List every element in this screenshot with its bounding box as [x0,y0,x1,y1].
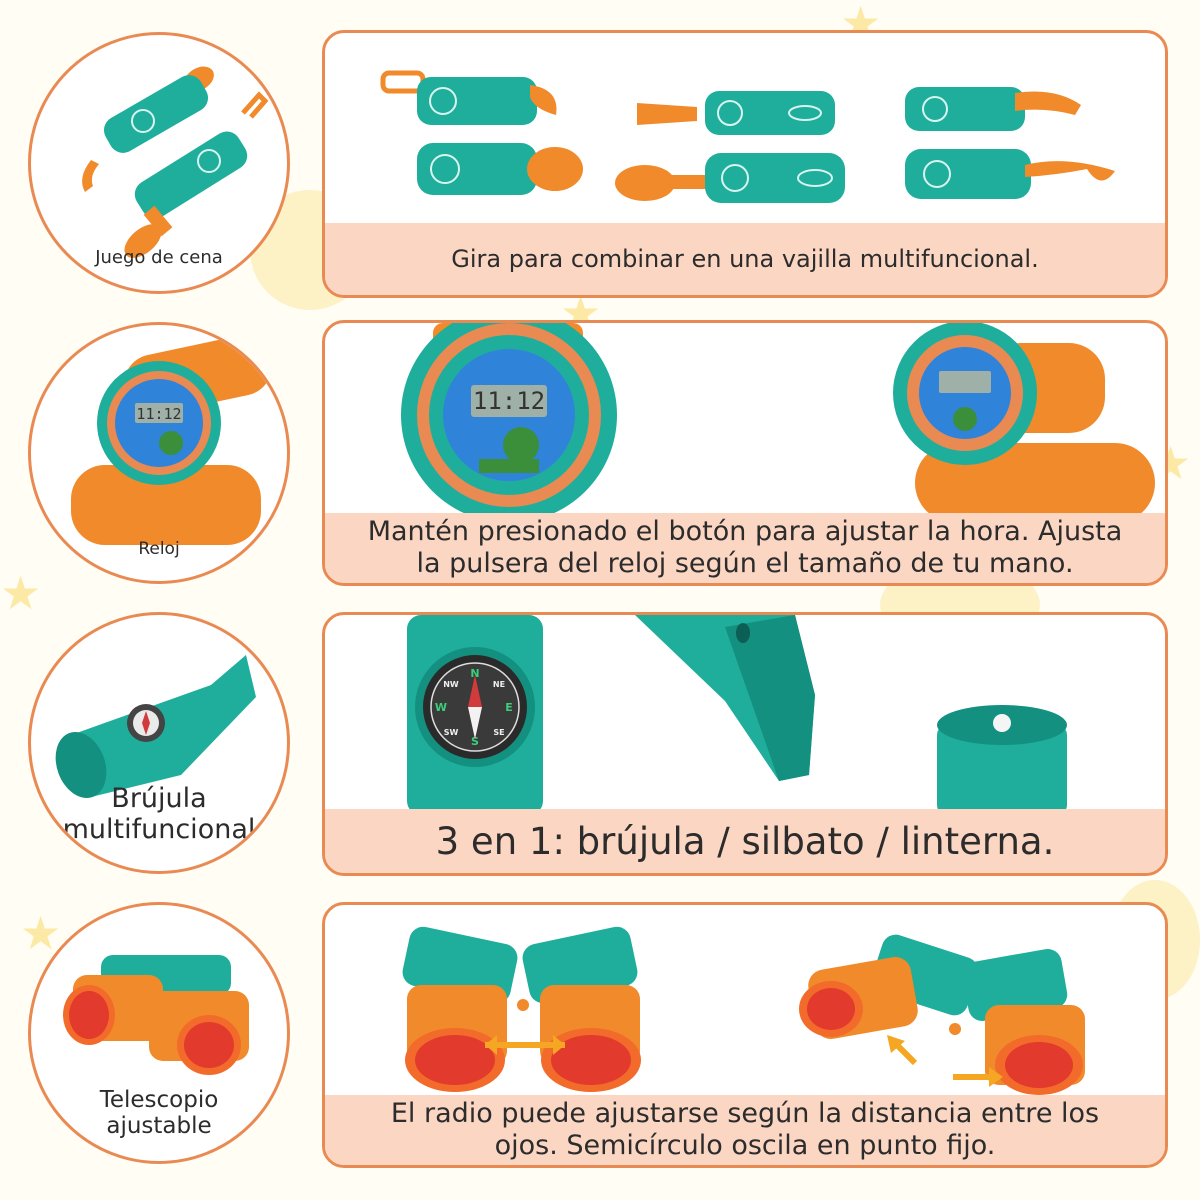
watch-large-time: 11:12 [473,387,545,415]
watch-product-views: 11:12 [401,323,1155,523]
compass-label-line-2: multifuncional [62,814,256,846]
binoculars-straight-view [402,926,641,1092]
dinner-set-illustration [82,66,269,258]
dinner-set-panel: Gira para combinar en una vajilla multif… [322,30,1168,298]
compass-point-label: S [471,735,479,748]
dinner-set-product-views [380,70,1115,203]
watch-caption-line-2: la pulsera del reloj según el tamaño de … [416,548,1074,579]
compass-tube-view: N NE E SE S SW W NW [407,615,543,815]
star-icon: ★ [0,566,42,620]
compass-point-label: N [470,667,479,680]
compass-point-label: SW [444,728,459,737]
compass-product-views: N NE E SE S SW W NW [407,615,1067,815]
compass-panel: N NE E SE S SW W NW 3 en 1: brújula / silbato /… [322,612,1168,876]
telescope-label-line-2: ajustable [106,1113,212,1140]
compass-point-label: W [435,701,447,714]
telescope-caption-line-2: ojos. Semicírculo oscila en punto fijo. [494,1130,996,1161]
telescope-illustration [63,955,249,1075]
dinner-set-circle: Juego de cena [28,32,290,294]
compass-label-line-1: Brújula [111,783,207,814]
telescope-label-line-1: Telescopio [99,1087,219,1113]
watch-circle: 11:12 Reloj [28,322,290,584]
telescope-product-views [402,926,1085,1095]
dinner-set-caption: Gira para combinar en una vajilla multif… [325,223,1165,295]
compass-point-label: NE [493,680,505,689]
compass-caption: 3 en 1: brújula / silbato / linterna. [325,809,1165,873]
watch-front-view: 11:12 [401,323,617,523]
compass-label: Brújula multifuncional [31,783,287,845]
compass-illustration [55,655,256,798]
telescope-label: Telescopio ajustable [31,1087,287,1140]
watch-label: Reloj [138,539,180,559]
watch-caption: Mantén presionado el botón para ajustar … [325,513,1165,583]
compass-circle: Brújula multifuncional [28,612,290,874]
binoculars-rotated-view [799,934,1085,1095]
dinner-set-label: Juego de cena [95,247,223,268]
star-icon: ★ [20,906,62,960]
watch-panel: 11:12 Mantén presionado el botón para aj… [322,320,1168,586]
whistle-view [635,615,815,781]
compass-rose: N NE E SE S SW W NW [435,667,513,748]
dinner-set-view-2 [615,91,845,203]
dinner-set-view-3 [905,87,1115,199]
telescope-panel: El radio puede ajustarse según la distan… [322,902,1168,1168]
watch-small-time: 11:12 [136,405,181,423]
watch-caption-line-1: Mantén presionado el botón para ajustar … [367,516,1123,548]
compass-point-label: SE [493,728,504,737]
telescope-caption-line-1: El radio puede ajustarse según la distan… [390,1098,1100,1130]
flashlight-view [937,705,1067,815]
dinner-set-view-1 [380,70,583,195]
watch-worn-view [893,323,1155,523]
compass-point-label: E [505,701,513,714]
telescope-circle: Telescopio ajustable [28,902,290,1164]
watch-illustration: 11:12 [71,335,273,545]
telescope-caption: El radio puede ajustarse según la distan… [325,1095,1165,1165]
compass-point-label: NW [443,680,459,689]
